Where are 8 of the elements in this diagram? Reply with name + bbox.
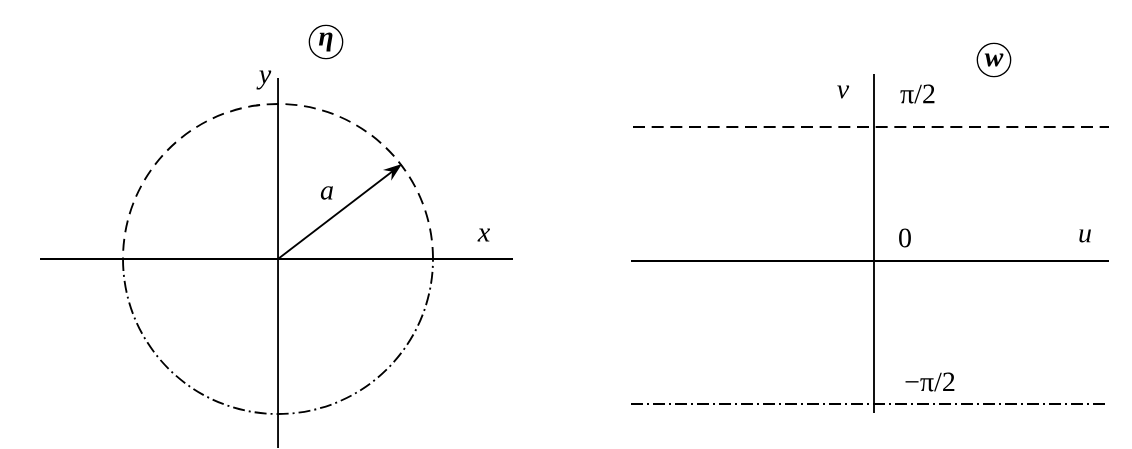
axis-label: u (1079, 229, 1091, 243)
tick-label: 0 (899, 228, 911, 248)
tick-label: −π/2 (905, 372, 955, 392)
axis-label: x (477, 228, 491, 242)
axis-label: y (256, 70, 272, 90)
axis-label: v (837, 85, 850, 99)
tick-label: π/2 (900, 84, 935, 104)
radius-label: a (320, 186, 333, 200)
